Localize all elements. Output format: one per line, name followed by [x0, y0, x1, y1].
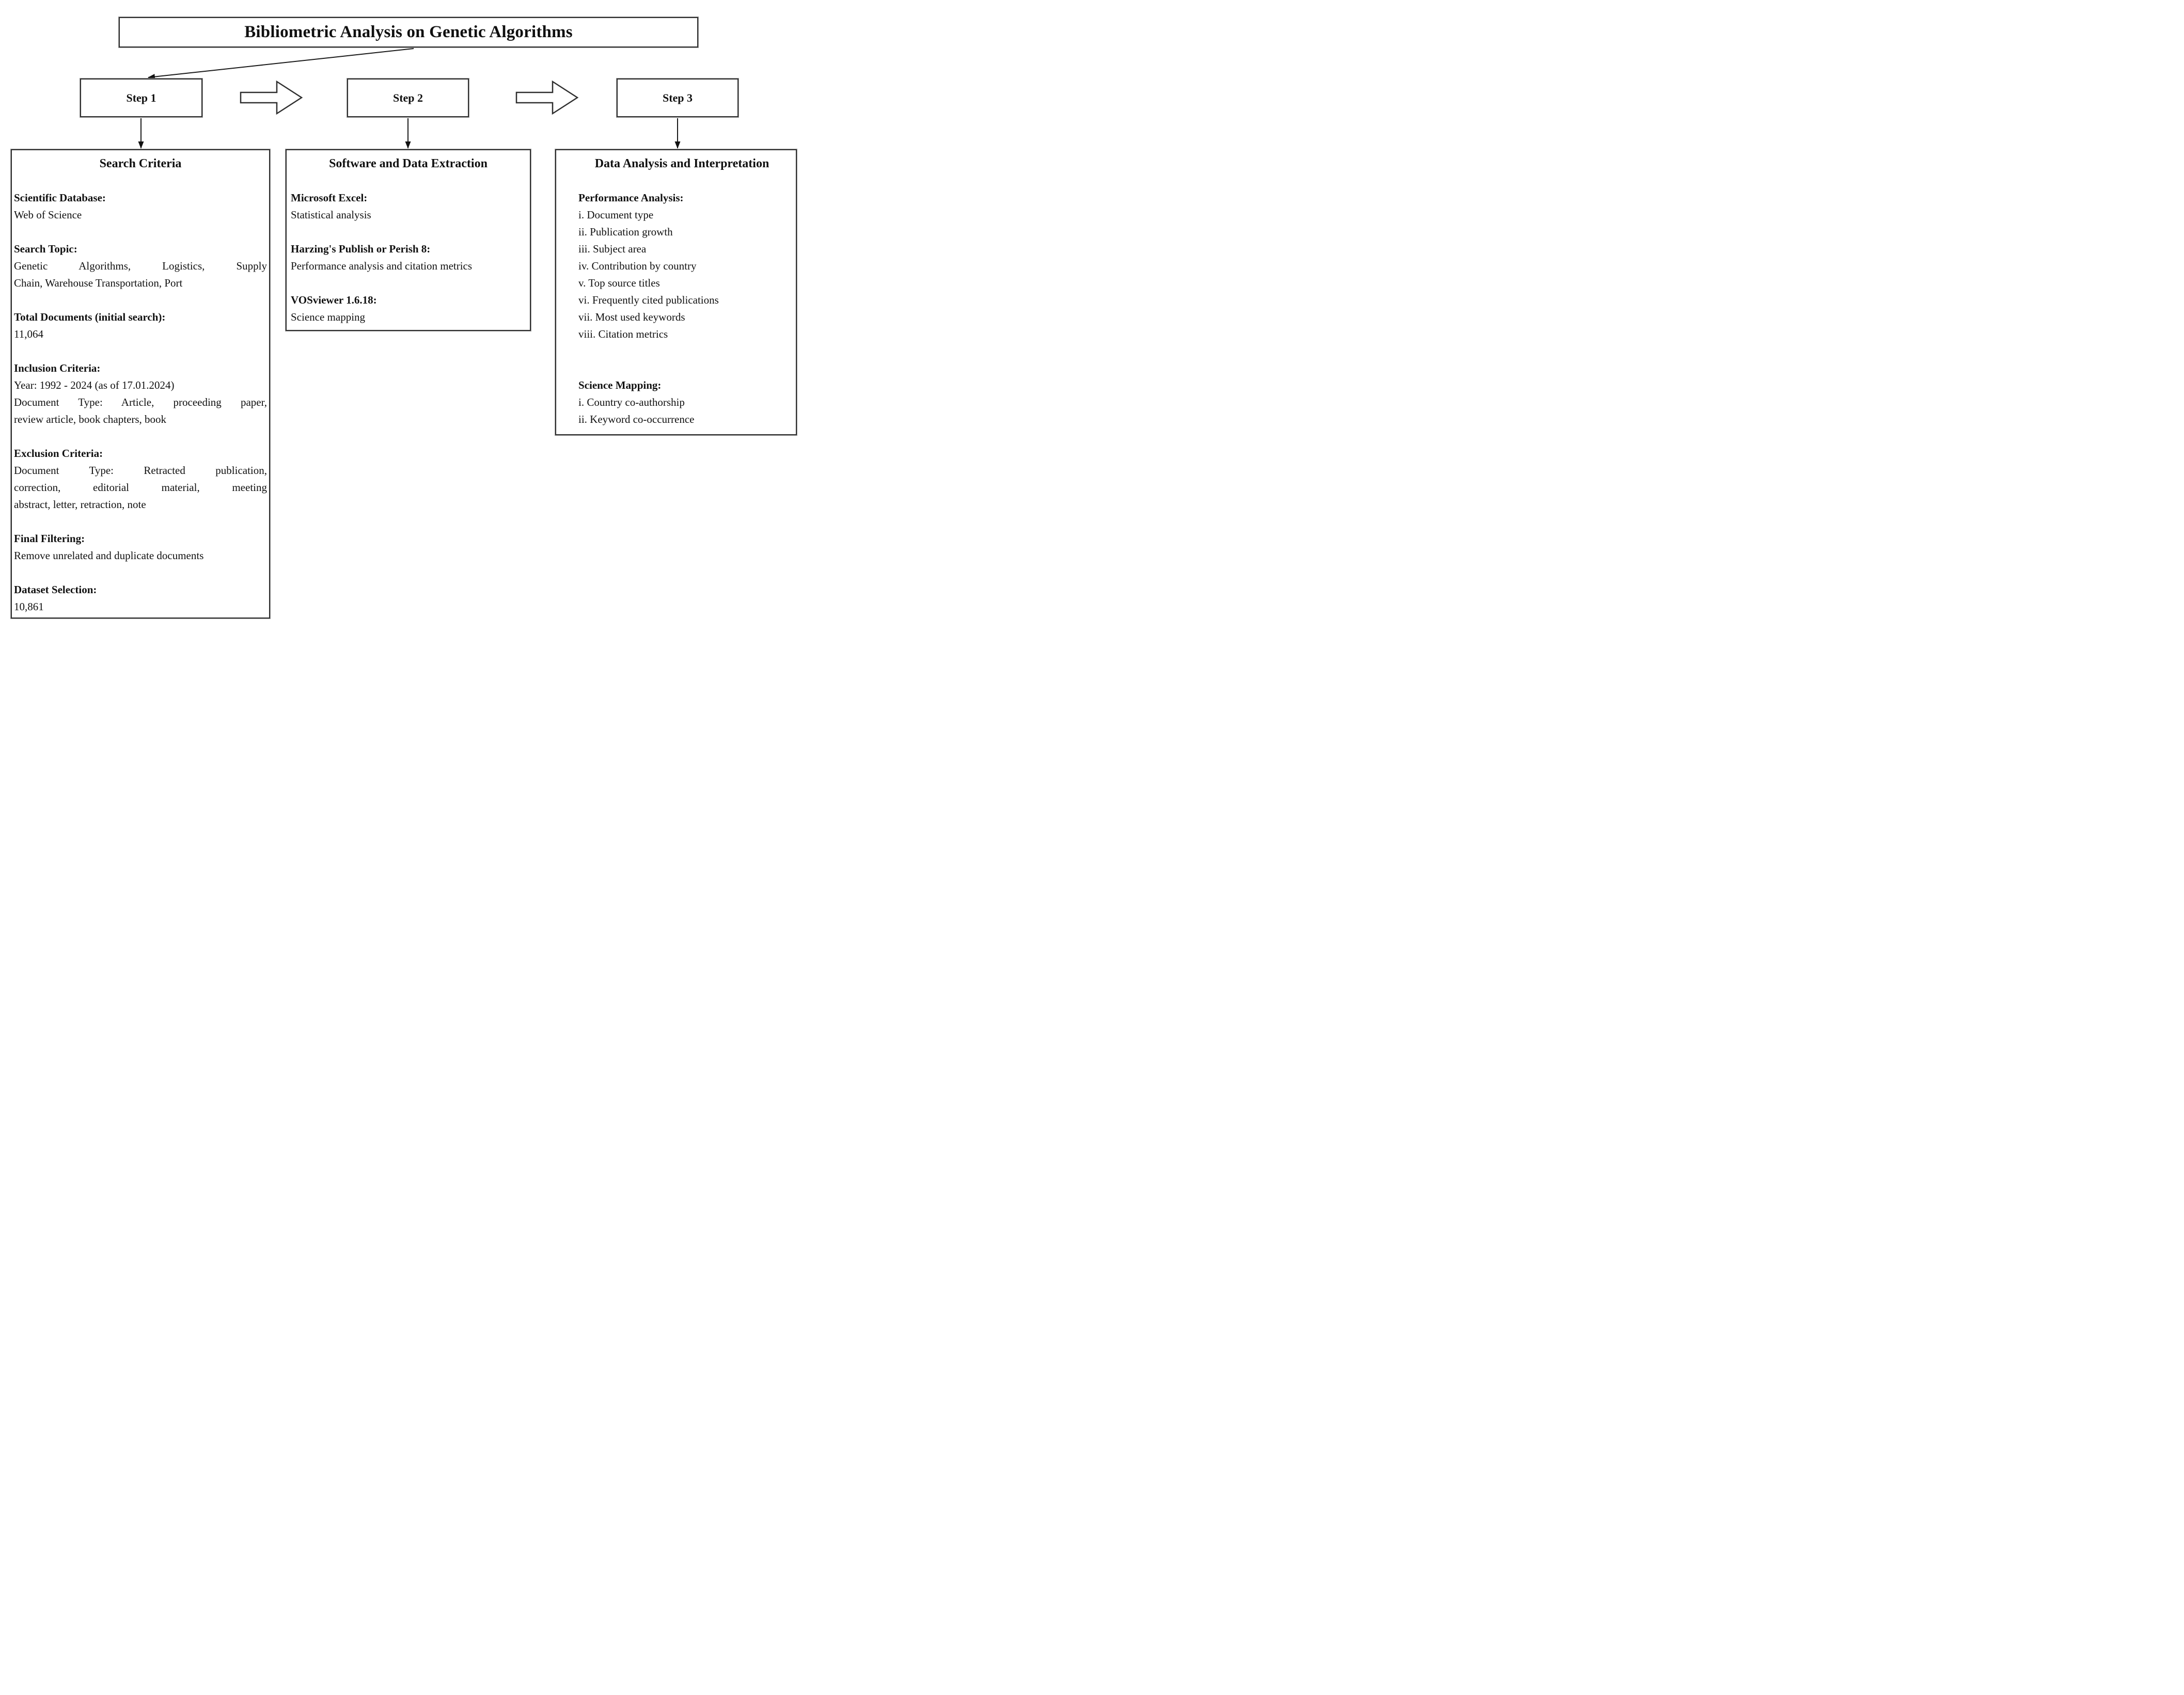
section-label: Total Documents (initial search):: [14, 311, 166, 323]
paragraph: 11,064: [14, 326, 267, 343]
paragraph: iv. Contribution by country: [578, 258, 785, 275]
text-line: Web of Science: [14, 209, 82, 221]
section-label: Scientific Database:: [14, 192, 106, 204]
text-line: i. Document type: [578, 209, 654, 221]
arrow-title-to-step1: [148, 48, 414, 80]
text-line: iv. Contribution by country: [578, 260, 697, 272]
section-label: Dataset Selection:: [14, 583, 97, 596]
paragraph: Web of Science: [14, 207, 267, 224]
text-line: Performance analysis and citation metric…: [291, 260, 473, 272]
text-line: iii. Subject area: [578, 243, 647, 255]
paragraph: v. Top source titles: [578, 275, 785, 292]
text-line: abstract, letter, retraction, note: [14, 498, 146, 511]
section-label: Search Topic:: [14, 243, 77, 255]
data-analysis-interpretation-heading: Data Analysis and Interpretation: [594, 157, 769, 170]
section-label: Inclusion Criteria:: [14, 362, 101, 374]
text-line: Chain, Warehouse Transportation, Port: [14, 277, 183, 289]
text-line: Document Type: Retracted publication,: [14, 464, 267, 477]
paragraph: Statistical analysis: [291, 207, 526, 224]
text-line: Science mapping: [291, 311, 366, 323]
step1-box: Step 1: [80, 78, 202, 117]
section-label: Science Mapping:: [578, 379, 662, 391]
text-line: v. Top source titles: [578, 277, 660, 289]
step1-label: Step 1: [126, 91, 156, 104]
paragraph: viii. Citation metrics: [578, 326, 785, 343]
step2-box: Step 2: [347, 78, 469, 117]
section: Final Filtering: Remove unrelated and dup…: [14, 530, 267, 564]
section: Inclusion Criteria: Year: 1992 - 2024 (as…: [14, 360, 267, 428]
paragraph: Performance analysis and citation metric…: [291, 258, 526, 275]
paragraph: Remove unrelated and duplicate documents: [14, 547, 267, 564]
section-label: VOSviewer 1.6.18:: [291, 294, 377, 306]
section: Harzing's Publish or Perish 8: Performanc…: [291, 241, 526, 275]
paragraph: Science mapping: [291, 309, 526, 326]
text-line: 10,861: [14, 600, 44, 613]
software-data-extraction-heading: Software and Data Extraction: [329, 157, 488, 170]
block-arrow-step2-to-step3-icon: [515, 80, 579, 115]
section: Scientific Database: Web of Science: [14, 189, 267, 224]
section: Science Mapping: i. Country co-authorship…: [578, 377, 785, 428]
block-arrow-step1-to-step2-icon: [240, 80, 303, 115]
section: Search Topic: Genetic Algorithms, Logisti…: [14, 241, 267, 292]
software-data-extraction-box: Software and Data Extraction Microsoft E…: [286, 149, 531, 331]
text-line: Genetic Algorithms, Logistics, Supply: [14, 260, 267, 272]
text-line: vi. Frequently cited publications: [578, 294, 719, 306]
paragraph: iii. Subject area: [578, 241, 785, 258]
text-line: Year: 1992 - 2024 (as of 17.01.2024): [14, 379, 175, 391]
paragraph: Document Type: Article, proceeding paper…: [14, 394, 267, 428]
paragraph: i. Country co-authorship: [578, 394, 785, 411]
step2-label: Step 2: [392, 91, 423, 104]
step3-box: Step 3: [617, 78, 739, 117]
diagram-title: Bibliometric Analysis on Genetic Algorit…: [244, 23, 573, 41]
section-label: Harzing's Publish or Perish 8:: [291, 243, 431, 255]
section-label: Microsoft Excel:: [291, 192, 368, 204]
section: Dataset Selection: 10,861: [14, 581, 267, 615]
text-line: review article, book chapters, book: [14, 413, 167, 425]
connector-overlay: [138, 48, 681, 149]
paragraph: Document Type: Retracted publication, cor…: [14, 462, 267, 513]
paragraph: Year: 1992 - 2024 (as of 17.01.2024): [14, 377, 267, 394]
text-line: ii. Publication growth: [578, 226, 673, 238]
paragraph: vi. Frequently cited publications: [578, 292, 785, 309]
text-line: Remove unrelated and duplicate documents: [14, 549, 204, 562]
paragraph: ii. Publication growth: [578, 224, 785, 241]
search-criteria-heading: Search Criteria: [99, 157, 182, 170]
section-label: Exclusion Criteria:: [14, 447, 103, 460]
text-line: i. Country co-authorship: [578, 396, 685, 408]
section: Total Documents (initial search): 11,064: [14, 309, 267, 343]
text-line: vii. Most used keywords: [578, 311, 685, 323]
data-analysis-interpretation-body: Performance Analysis: i. Document type ii.…: [578, 189, 785, 428]
text-line: correction, editorial material, meeting: [14, 481, 267, 494]
section: Exclusion Criteria: Document Type: Retrac…: [14, 445, 267, 513]
step3-label: Step 3: [662, 91, 693, 104]
section-label: Performance Analysis:: [578, 192, 684, 204]
data-analysis-interpretation-box: Data Analysis and Interpretation Perform…: [555, 149, 797, 435]
text-line: Document Type: Article, proceeding paper…: [14, 396, 267, 408]
section: Performance Analysis: i. Document type ii.…: [578, 189, 785, 343]
text-line: ii. Keyword co-occurrence: [578, 413, 695, 425]
paragraph: ii. Keyword co-occurrence: [578, 411, 785, 428]
title-box: Bibliometric Analysis on Genetic Algorit…: [119, 17, 698, 47]
search-criteria-box: Search Criteria Scientific Database: Web …: [11, 149, 270, 619]
paragraph: vii. Most used keywords: [578, 309, 785, 326]
text-line: Statistical analysis: [291, 209, 371, 221]
section: Microsoft Excel: Statistical analysis: [291, 189, 526, 224]
section: VOSviewer 1.6.18: Science mapping: [291, 292, 526, 326]
paragraph: 10,861: [14, 598, 267, 615]
flowchart-canvas: Bibliometric Analysis on Genetic Algorit…: [0, 0, 798, 620]
paragraph: i. Document type: [578, 207, 785, 224]
text-line: viii. Citation metrics: [578, 328, 668, 340]
section-label: Final Filtering:: [14, 532, 85, 545]
text-line: 11,064: [14, 328, 43, 340]
